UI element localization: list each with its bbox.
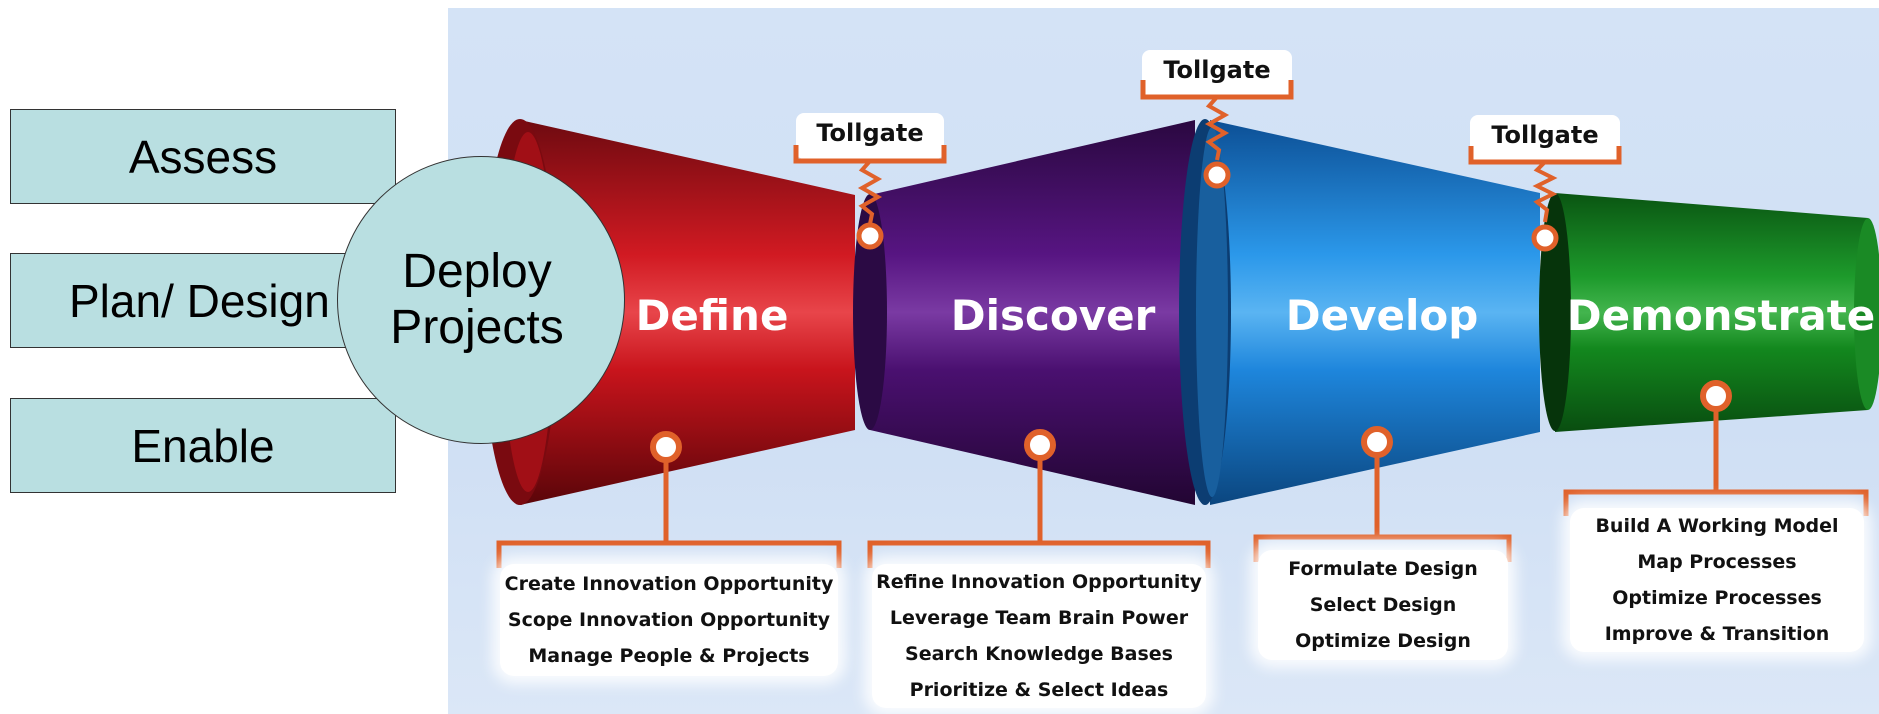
activity-item: Formulate Design [1288,558,1478,580]
tollgate-1-label: Tollgate [816,119,923,147]
stage-label-demonstrate: Demonstrate [1567,291,1876,340]
activity-item: Improve & Transition [1604,623,1830,645]
activity-item: Leverage Team Brain Power [889,607,1189,629]
phase-assess: Assess [10,109,396,204]
demonstrate-activities: Build A Working Model Map Processes Opti… [1570,508,1864,652]
activity-item: Refine Innovation Opportunity [876,571,1202,593]
tollgate-2: Tollgate [1140,50,1294,189]
activity-item: Select Design [1309,594,1457,616]
demonstrate-segment [1539,193,1879,432]
stage-label-define: Define [636,291,789,340]
demonstrate-connector [1563,380,1869,516]
develop-connector [1253,426,1512,562]
discover-segment [853,120,1195,505]
tollgate-2-label: Tollgate [1163,56,1270,84]
activity-item: Map Processes [1637,551,1797,573]
discover-activities: Refine Innovation Opportunity Leverage T… [872,564,1206,708]
phase-deploy-projects: Deploy Projects [337,156,625,444]
activity-item: Scope Innovation Opportunity [507,609,831,631]
define-activities: Create Innovation Opportunity Scope Inno… [500,564,838,676]
tollgate-3: Tollgate [1468,115,1622,252]
activity-item: Create Innovation Opportunity [504,573,834,595]
discover-connector [867,429,1211,568]
activity-item: Search Knowledge Bases [905,643,1173,665]
activity-item: Manage People & Projects [528,645,810,667]
define-connector [496,431,842,568]
tollgate-3-label: Tollgate [1491,121,1598,149]
stage-label-discover: Discover [951,291,1156,340]
phase-plan-design: Plan/ Design [10,253,396,348]
activity-item: Optimize Design [1295,630,1471,652]
activity-item: Prioritize & Select Ideas [909,679,1169,701]
phase-enable: Enable [10,398,396,493]
tollgate-1: Tollgate [793,113,947,250]
develop-activities: Formulate Design Select Design Optimize … [1258,550,1508,660]
develop-segment [1179,119,1540,505]
activity-item: Optimize Processes [1612,587,1822,609]
activity-item: Build A Working Model [1595,515,1839,537]
stage-label-develop: Develop [1286,291,1479,340]
